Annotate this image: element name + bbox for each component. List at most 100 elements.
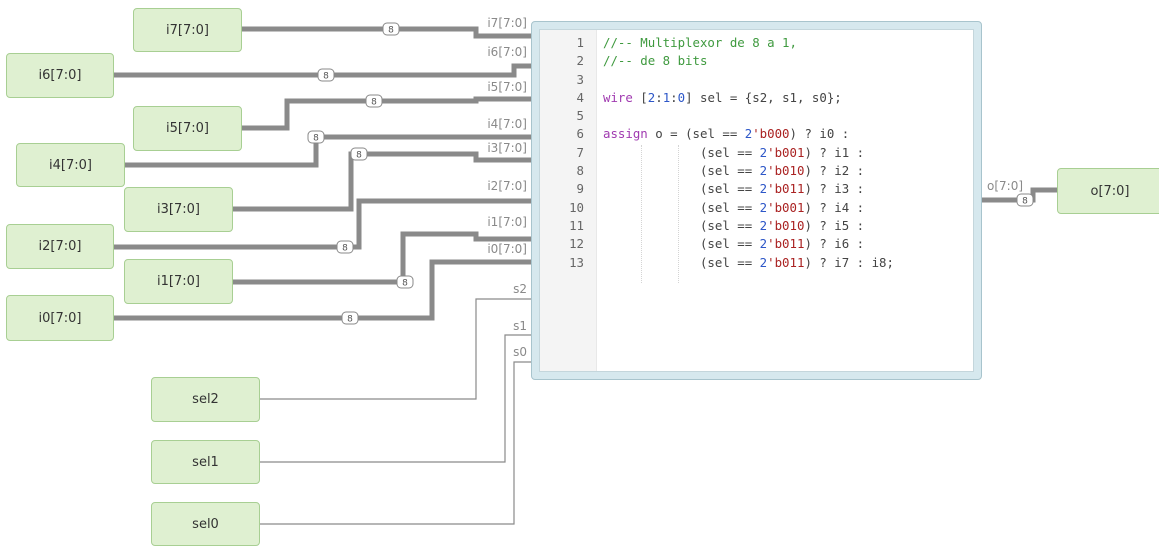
svg-text:8: 8 — [347, 315, 353, 325]
port-label-o: o[7:0] — [987, 179, 1023, 193]
code-token: (sel == — [603, 163, 760, 179]
code-module[interactable]: 1//-- Multiplexor de 8 a 1,2//-- de 8 bi… — [531, 21, 982, 380]
code-text: (sel == 2'b011) ? i3 : — [603, 180, 864, 198]
svg-text:8: 8 — [342, 244, 348, 254]
code-token: (sel == — [603, 144, 760, 160]
wire-i4[interactable] — [125, 134, 534, 168]
indent-guide — [678, 145, 679, 283]
svg-text:8: 8 — [356, 151, 362, 161]
code-token: 1 — [662, 89, 671, 105]
wire-i0[interactable] — [114, 259, 534, 321]
wire-o[interactable] — [982, 187, 1057, 203]
wire-i2[interactable] — [114, 198, 534, 250]
code-token: ) ? i2 : — [804, 163, 865, 179]
code-line: 10 (sel == 2'b001) ? i4 : — [540, 199, 973, 217]
code-token: //-- Multiplexor de 8 a 1, — [603, 35, 797, 50]
wire-sel0[interactable] — [260, 361, 534, 525]
bus-width-badge-i3: 8 — [350, 147, 368, 161]
port-label-i7: i7[7:0] — [487, 16, 527, 30]
wire-sel2[interactable] — [260, 298, 534, 400]
port-label-i4: i4[7:0] — [487, 117, 527, 131]
code-line: 5 — [540, 107, 973, 125]
code-editor[interactable]: 1//-- Multiplexor de 8 a 1,2//-- de 8 bi… — [539, 29, 974, 372]
input-block-i3[interactable]: i3[7:0] — [124, 187, 233, 232]
code-token: ) ? i1 : — [804, 144, 865, 160]
line-number: 6 — [576, 126, 584, 142]
line-number: 9 — [576, 181, 584, 197]
indent-guide — [641, 145, 642, 283]
code-token: 2 — [759, 144, 768, 160]
line-number: 10 — [569, 199, 584, 215]
code-token: ] sel = {s2, s1, s0}; — [685, 89, 842, 105]
port-label-i6: i6[7:0] — [487, 45, 527, 59]
code-line: 12 (sel == 2'b011) ? i6 : — [540, 235, 973, 253]
code-token: 2 — [744, 126, 753, 142]
line-number-gutter — [540, 30, 597, 371]
code-token: 2 — [759, 254, 768, 270]
input-block-i4[interactable]: i4[7:0] — [16, 143, 125, 187]
code-token: 'b000 — [752, 126, 790, 142]
wire-i3[interactable] — [233, 151, 534, 212]
wire-i7[interactable] — [242, 26, 534, 39]
code-token: ) ? i0 : — [789, 126, 850, 142]
input-block-sel2[interactable]: sel2 — [151, 377, 260, 422]
code-token: ) ? i6 : — [804, 236, 865, 252]
wire-sel1[interactable] — [260, 334, 534, 463]
code-token: 2 — [759, 199, 768, 215]
input-block-i2[interactable]: i2[7:0] — [6, 224, 114, 269]
port-label-i3: i3[7:0] — [487, 141, 527, 155]
code-token: 'b001 — [767, 199, 805, 215]
code-token: (sel == — [603, 199, 760, 215]
bus-width-badge-i6: 8 — [317, 68, 335, 82]
code-text: //-- Multiplexor de 8 a 1, — [603, 34, 797, 52]
code-text: (sel == 2'b011) ? i7 : i8; — [603, 254, 894, 272]
bus-width-badge-i4: 8 — [307, 130, 325, 144]
code-token: 'b010 — [767, 217, 805, 233]
code-token: //-- de 8 bits — [603, 53, 708, 69]
code-line: 1//-- Multiplexor de 8 a 1, — [540, 34, 973, 52]
code-line: 11 (sel == 2'b010) ? i5 : — [540, 217, 973, 235]
line-number: 3 — [576, 71, 584, 87]
code-token: 2 — [647, 89, 656, 105]
port-label-i5: i5[7:0] — [487, 80, 527, 94]
code-token: 'b011 — [767, 254, 805, 270]
input-block-sel1[interactable]: sel1 — [151, 440, 260, 484]
code-token: 2 — [759, 217, 768, 233]
code-token: 'b011 — [767, 236, 805, 252]
code-token: ) ? i4 : — [804, 199, 865, 215]
code-token: (sel == — [603, 217, 760, 233]
line-number: 7 — [576, 144, 584, 160]
code-lines: 1//-- Multiplexor de 8 a 1,2//-- de 8 bi… — [540, 34, 973, 272]
port-label-s2: s2 — [513, 282, 527, 296]
port-label-i0: i0[7:0] — [487, 242, 527, 256]
line-number: 5 — [576, 108, 584, 124]
line-number: 13 — [569, 254, 584, 270]
input-block-i0[interactable]: i0[7:0] — [6, 295, 114, 341]
code-token: ) ? i5 : — [804, 217, 865, 233]
line-number: 4 — [576, 89, 584, 105]
code-token: o = (sel == — [647, 126, 745, 142]
code-line: 8 (sel == 2'b010) ? i2 : — [540, 162, 973, 180]
code-token: 0 — [677, 89, 686, 105]
output-block-o[interactable]: o[7:0] — [1057, 168, 1159, 214]
code-line: 13 (sel == 2'b011) ? i7 : i8; — [540, 254, 973, 272]
code-token: 'b010 — [767, 163, 805, 179]
input-block-i5[interactable]: i5[7:0] — [133, 106, 242, 151]
line-number: 2 — [576, 53, 584, 69]
wire-i6[interactable] — [114, 63, 534, 78]
code-text: (sel == 2'b001) ? i1 : — [603, 144, 864, 162]
input-block-sel0[interactable]: sel0 — [151, 502, 260, 546]
code-token: : — [655, 89, 663, 105]
input-block-i7[interactable]: i7[7:0] — [133, 8, 242, 52]
code-token: 2 — [759, 163, 768, 179]
port-label-s1: s1 — [513, 319, 527, 333]
input-block-i1[interactable]: i1[7:0] — [124, 259, 233, 304]
code-token: ) ? i7 : i8; — [804, 254, 894, 270]
wire-i1[interactable] — [233, 231, 534, 285]
input-block-i6[interactable]: i6[7:0] — [6, 53, 114, 98]
bus-width-badge-i7: 8 — [382, 22, 400, 36]
code-token: (sel == — [603, 254, 760, 270]
port-label-i2: i2[7:0] — [487, 179, 527, 193]
code-text: assign o = (sel == 2'b000) ? i0 : — [603, 125, 849, 143]
code-text: (sel == 2'b010) ? i5 : — [603, 217, 864, 235]
